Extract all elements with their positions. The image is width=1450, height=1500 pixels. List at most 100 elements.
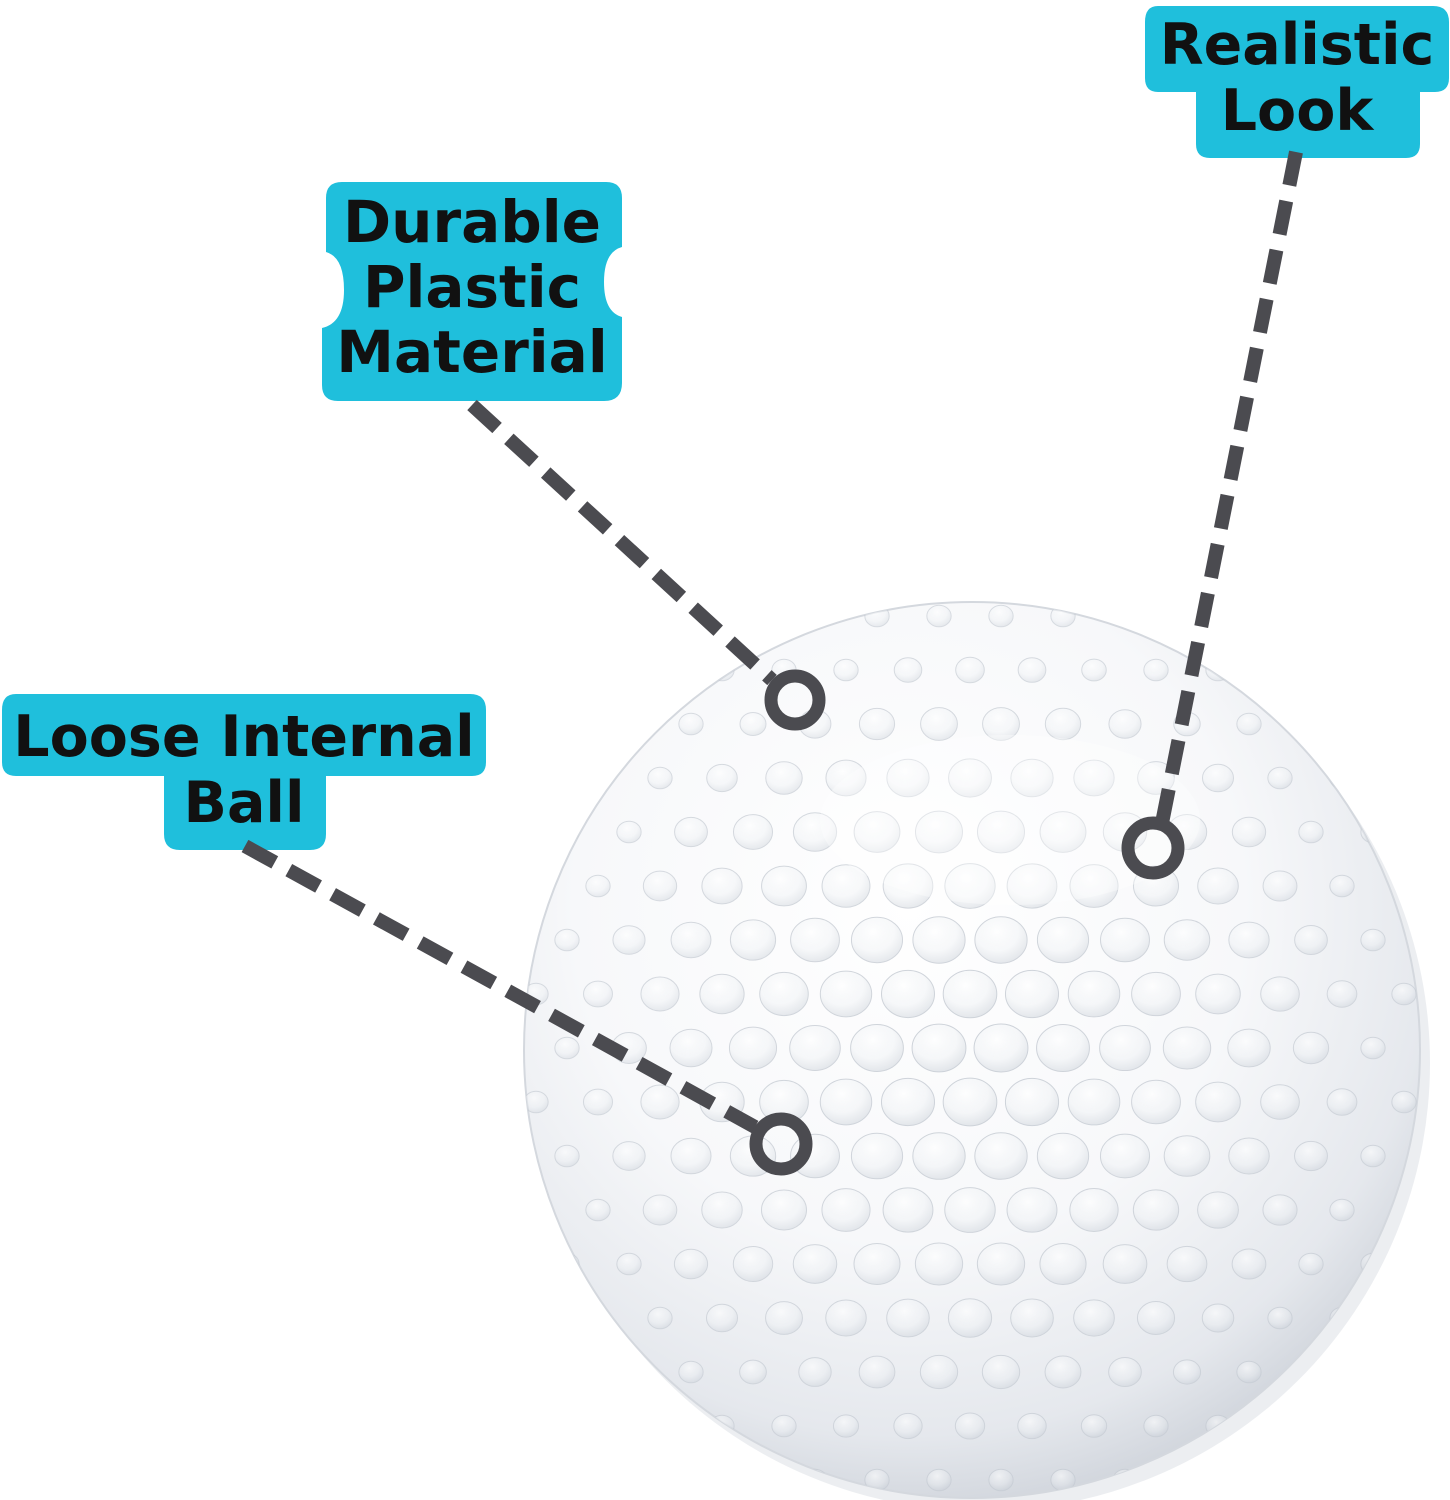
callout-tag: [1145, 6, 1449, 158]
golf-ball-dimple: [914, 1242, 964, 1286]
golf-ball-dimple: [524, 874, 549, 898]
golf-ball-dimple: [732, 814, 774, 850]
golf-ball-dimple: [802, 604, 828, 628]
golf-ball-dimple: [612, 925, 646, 955]
golf-ball-dimple: [1108, 1356, 1142, 1388]
golf-ball-dimple: [1080, 1414, 1108, 1438]
golf-ball-dimple: [912, 916, 966, 964]
golf-ball-dimple: [1112, 604, 1138, 628]
golf-ball-dimple: [771, 1414, 797, 1438]
callout-marker-icon: [749, 1112, 813, 1176]
golf-ball-dimple: [640, 976, 680, 1012]
golf-ball-dimple: [1069, 1188, 1119, 1232]
golf-ball-dimple: [616, 1252, 642, 1276]
golf-ball-dimple: [1010, 1298, 1054, 1338]
callout-label-line-2: Ball: [184, 770, 305, 836]
golf-ball-dimple: [1197, 867, 1239, 905]
golf-ball-dimple: [858, 707, 896, 741]
callout-label-line-2: Look: [1221, 78, 1375, 144]
golf-ball-dimple: [524, 1090, 549, 1114]
golf-ball-body: [523, 601, 1421, 1499]
callout-label-line-2: Plastic: [363, 253, 581, 321]
golf-ball-dimple: [1010, 758, 1054, 798]
golf-ball-dimple: [1326, 1088, 1358, 1116]
golf-ball-dimple: [1294, 1140, 1328, 1172]
golf-ball-dimple: [947, 1298, 993, 1338]
golf-ball-dimple: [1360, 928, 1386, 952]
golf-ball-dimple: [920, 707, 958, 741]
golf-ball-dimple: [882, 863, 934, 909]
callout-realistic-look: Realistic Look: [1145, 6, 1449, 158]
golf-ball-dimple: [1143, 1414, 1169, 1438]
golf-ball-dimple: [670, 921, 712, 959]
golf-ball-dimple: [1100, 917, 1150, 963]
golf-ball-dimple: [759, 971, 809, 1017]
golf-ball-dimple: [792, 1244, 838, 1284]
golf-ball-dimple: [760, 1189, 808, 1231]
golf-ball-dimple: [926, 604, 952, 628]
golf-ball-dimple: [765, 761, 803, 795]
golf-ball-dimple: [1004, 1077, 1060, 1127]
golf-ball-dimple: [1201, 763, 1235, 793]
golf-ball-dimple: [583, 980, 613, 1008]
golf-ball-dimple: [926, 1468, 952, 1492]
golf-ball-dimple: [1006, 863, 1058, 909]
golf-ball-dimple: [954, 1412, 986, 1440]
golf-ball-dimple: [893, 657, 923, 683]
golf-ball-dimple: [790, 917, 840, 963]
golf-ball-dimple: [981, 1354, 1021, 1390]
callout-marker-icon: [1121, 816, 1185, 880]
golf-ball-dimple: [701, 867, 743, 905]
golf-ball-dimple: [761, 865, 807, 907]
golf-ball-dimple: [642, 870, 678, 902]
golf-ball-dimple: [1329, 874, 1355, 898]
golf-ball-dimple: [832, 1414, 860, 1438]
golf-ball-dimple: [853, 811, 901, 853]
golf-ball-dimple: [706, 763, 738, 793]
golf-ball-dimple: [1197, 1191, 1239, 1229]
golf-ball-dimple: [673, 1248, 709, 1280]
golf-ball-dimple: [1081, 658, 1107, 682]
golf-ball-dimple: [1260, 976, 1300, 1012]
callout-label-line-3: Material: [336, 318, 607, 386]
golf-ball-icon: [493, 601, 1430, 1500]
golf-ball-dimple: [825, 759, 867, 797]
callout-marker-icon: [764, 669, 826, 731]
golf-ball-dimple: [705, 1303, 739, 1333]
golf-ball-dimple: [1298, 1252, 1324, 1276]
callout-label-line-1: Durable: [343, 188, 601, 256]
golf-ball-dimple: [585, 874, 611, 898]
golf-ball-dimple: [669, 1028, 713, 1068]
golf-ball-dimple: [1036, 916, 1090, 964]
golf-ball-dimple: [982, 707, 1020, 741]
golf-ball-dimple: [919, 1354, 959, 1390]
golf-ball-dimple: [1236, 1360, 1262, 1384]
golf-ball-dimple: [1236, 712, 1262, 736]
golf-ball-dimple: [678, 1360, 704, 1384]
golf-ball-dimple: [1326, 980, 1358, 1008]
golf-ball-dimple: [864, 604, 890, 628]
golf-ball-dimple: [886, 1298, 930, 1338]
golf-ball-dimple: [1260, 1084, 1300, 1120]
golf-ball-dimple: [554, 1252, 580, 1276]
golf-ball-dimple: [789, 1025, 841, 1071]
golf-ball-dimple: [616, 820, 642, 844]
golf-ball-dimple: [1166, 1245, 1208, 1283]
golf-ball-dimple: [1050, 604, 1076, 628]
golf-ball-dimple: [819, 970, 873, 1018]
golf-ball-dimple: [1267, 766, 1293, 790]
golf-ball-dimple: [1099, 1133, 1151, 1179]
golf-ball-dimple: [1073, 1299, 1115, 1337]
callout-leaders: [241, 150, 1303, 1176]
golf-ball-dimple: [701, 1191, 743, 1229]
callout-label-line-1: Loose Internal: [13, 704, 474, 770]
golf-ball-dimple: [1163, 1135, 1211, 1177]
callout-loose-internal-ball: Loose Internal Ball: [2, 694, 486, 850]
golf-ball-dimple: [880, 969, 936, 1019]
golf-ball-dimple: [1036, 1024, 1090, 1072]
golf-ball-dimple: [1006, 1187, 1058, 1233]
golf-ball-dimple: [882, 1187, 934, 1233]
golf-ball-dimple: [493, 1037, 517, 1059]
golf-ball-dimple: [1036, 1132, 1090, 1180]
